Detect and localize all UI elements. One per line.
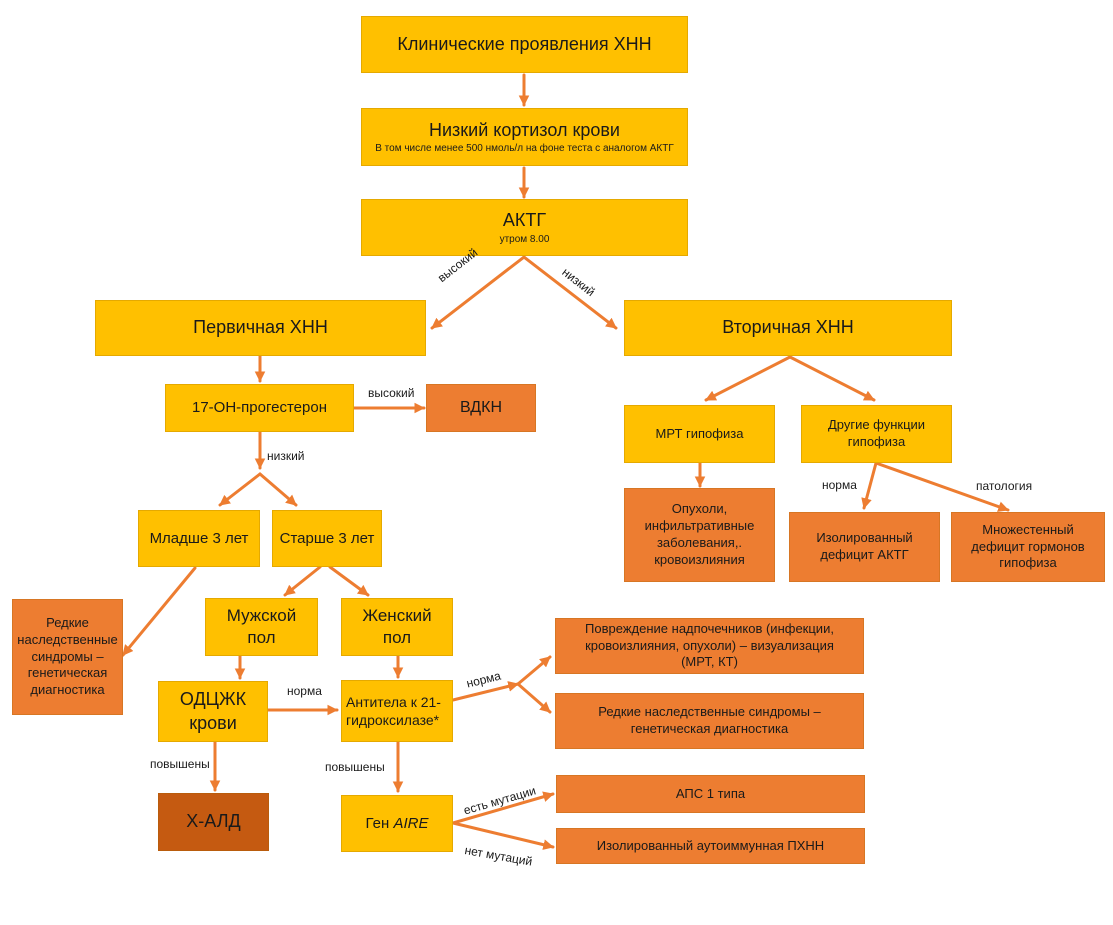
arrow-to-younger3 xyxy=(218,472,262,507)
node-aps1: АПС 1 типа xyxy=(556,775,865,813)
edge-label-prog-high: высокий xyxy=(368,386,415,400)
node-antibodies-text: Антитела к 21-гидроксилазе* xyxy=(346,693,441,728)
node-secondary-text: Вторичная ХНН xyxy=(722,317,854,338)
node-tumors: Опухоли, инфильтративные заболевания,. к… xyxy=(624,488,775,582)
node-vdkn-text: ВДКН xyxy=(459,398,503,416)
node-younger3-text: Младше 3 лет xyxy=(149,529,249,547)
node-isolated-acth-text: Изолированный дефицит АКТГ xyxy=(816,530,913,562)
node-pituitary-mri: МРТ гипофиза xyxy=(624,405,775,463)
arrow-secondary-to-mri xyxy=(704,355,792,402)
node-rare-syndromes-left: Редкие наследственные синдромы – генетич… xyxy=(12,599,123,715)
edge-label-prog-low: низкий xyxy=(267,449,305,463)
node-older3-text: Старше 3 лет xyxy=(279,529,375,547)
edge-label-vlcfa-norm: норма xyxy=(287,684,322,698)
arrow-antibodies-norm xyxy=(451,681,520,702)
node-aire-prefix: Ген xyxy=(365,814,394,832)
node-rare-right-text: Редкие наследственные синдромы – генетич… xyxy=(598,704,821,736)
arrow-acth-to-primary xyxy=(430,255,526,330)
node-antibodies: Антитела к 21-гидроксилазе* xyxy=(341,680,453,742)
arrow-to-rare-right xyxy=(516,682,552,714)
node-primary-text: Первичная ХНН xyxy=(193,317,328,338)
node-female: Женский пол xyxy=(341,598,453,656)
node-acth-title: АКТГ xyxy=(502,210,547,231)
node-isolated-autoimmune-text: Изолированный аутоиммунная ПХНН xyxy=(596,837,825,853)
node-isolated-acth-deficit: Изолированный дефицит АКТГ xyxy=(789,512,940,582)
arrow-other-to-multiple xyxy=(874,461,1010,512)
node-other-functions-text: Другие функции гипофиза xyxy=(827,417,926,449)
node-17oh-progesterone: 17-ОН-прогестерон xyxy=(165,384,354,432)
node-vdkn: ВДКН xyxy=(426,384,536,432)
node-rare-left-text: Редкие наследственные синдромы – генетич… xyxy=(17,614,118,698)
arrow-acth-to-secondary xyxy=(522,255,618,330)
arrow-aire-to-aps1 xyxy=(451,791,555,825)
node-aire-italic: AIRE xyxy=(393,814,429,832)
node-acth: АКТГ утром 8.00 xyxy=(361,199,688,256)
node-multiple-deficit: Множестенный дефицит гормонов гипофиза xyxy=(951,512,1105,582)
edge-label-vlcfa-elevated: повышены xyxy=(150,757,210,771)
node-xald-text: Х-АЛД xyxy=(186,811,241,832)
node-vlcfa-text: ОДЦЖК крови xyxy=(179,689,247,733)
node-other-pituitary-functions: Другие функции гипофиза xyxy=(801,405,952,463)
arrow-to-older3 xyxy=(258,472,298,507)
node-mri-text: МРТ гипофиза xyxy=(655,425,744,441)
node-female-text: Женский пол xyxy=(362,605,432,647)
node-primary-insufficiency: Первичная ХНН xyxy=(95,300,426,356)
node-rare-syndromes-right: Редкие наследственные синдромы – генетич… xyxy=(555,693,864,749)
node-aps1-text: АПС 1 типа xyxy=(675,785,746,801)
node-isolated-autoimmune: Изолированный аутоиммунная ПХНН xyxy=(556,828,865,864)
arrow-secondary-to-other xyxy=(788,355,876,402)
node-older-3: Старше 3 лет xyxy=(272,510,382,567)
node-multiple-deficit-text: Множестенный дефицит гормонов гипофиза xyxy=(971,521,1085,571)
arrow-younger3-to-rare xyxy=(121,566,197,657)
node-progesterone-text: 17-ОН-прогестерон xyxy=(192,399,327,417)
arrow-to-adrenal-damage xyxy=(516,655,552,686)
node-tumors-text: Опухоли, инфильтративные заболевания,. к… xyxy=(644,501,755,567)
node-male-text: Мужской пол xyxy=(226,605,297,647)
edge-label-pituitary-norm: норма xyxy=(822,478,857,492)
node-younger-3: Младше 3 лет xyxy=(138,510,260,567)
edge-label-pituitary-pathology: патология xyxy=(976,479,1033,493)
node-clinical-text: Клинические проявления ХНН xyxy=(397,33,652,54)
node-low-cortisol: Низкий кортизол крови В том числе менее … xyxy=(361,108,688,166)
arrow-aire-to-isolated xyxy=(451,821,555,850)
node-adrenal-damage-text: Повреждение надпочечников (инфекции, кро… xyxy=(585,620,834,670)
node-clinical-manifestations: Клинические проявления ХНН xyxy=(361,16,688,73)
node-secondary-insufficiency: Вторичная ХНН xyxy=(624,300,952,356)
node-aire-gene: Ген AIRE xyxy=(341,795,453,852)
node-acth-sub: утром 8.00 xyxy=(499,233,550,245)
node-xald: Х-АЛД xyxy=(158,793,269,851)
node-male: Мужской пол xyxy=(205,598,318,656)
arrow-older3-to-male xyxy=(283,565,322,597)
arrow-older3-to-female xyxy=(328,565,370,597)
node-low-cortisol-title: Низкий кортизол крови xyxy=(429,119,620,140)
node-vlcfa: ОДЦЖК крови xyxy=(158,681,268,742)
edge-label-antibodies-elevated: повышены xyxy=(325,760,385,774)
node-adrenal-damage: Повреждение надпочечников (инфекции, кро… xyxy=(555,618,864,674)
node-low-cortisol-sub: В том числе менее 500 нмоль/л на фоне те… xyxy=(375,143,674,155)
arrow-other-to-isolated-acth xyxy=(861,461,878,510)
